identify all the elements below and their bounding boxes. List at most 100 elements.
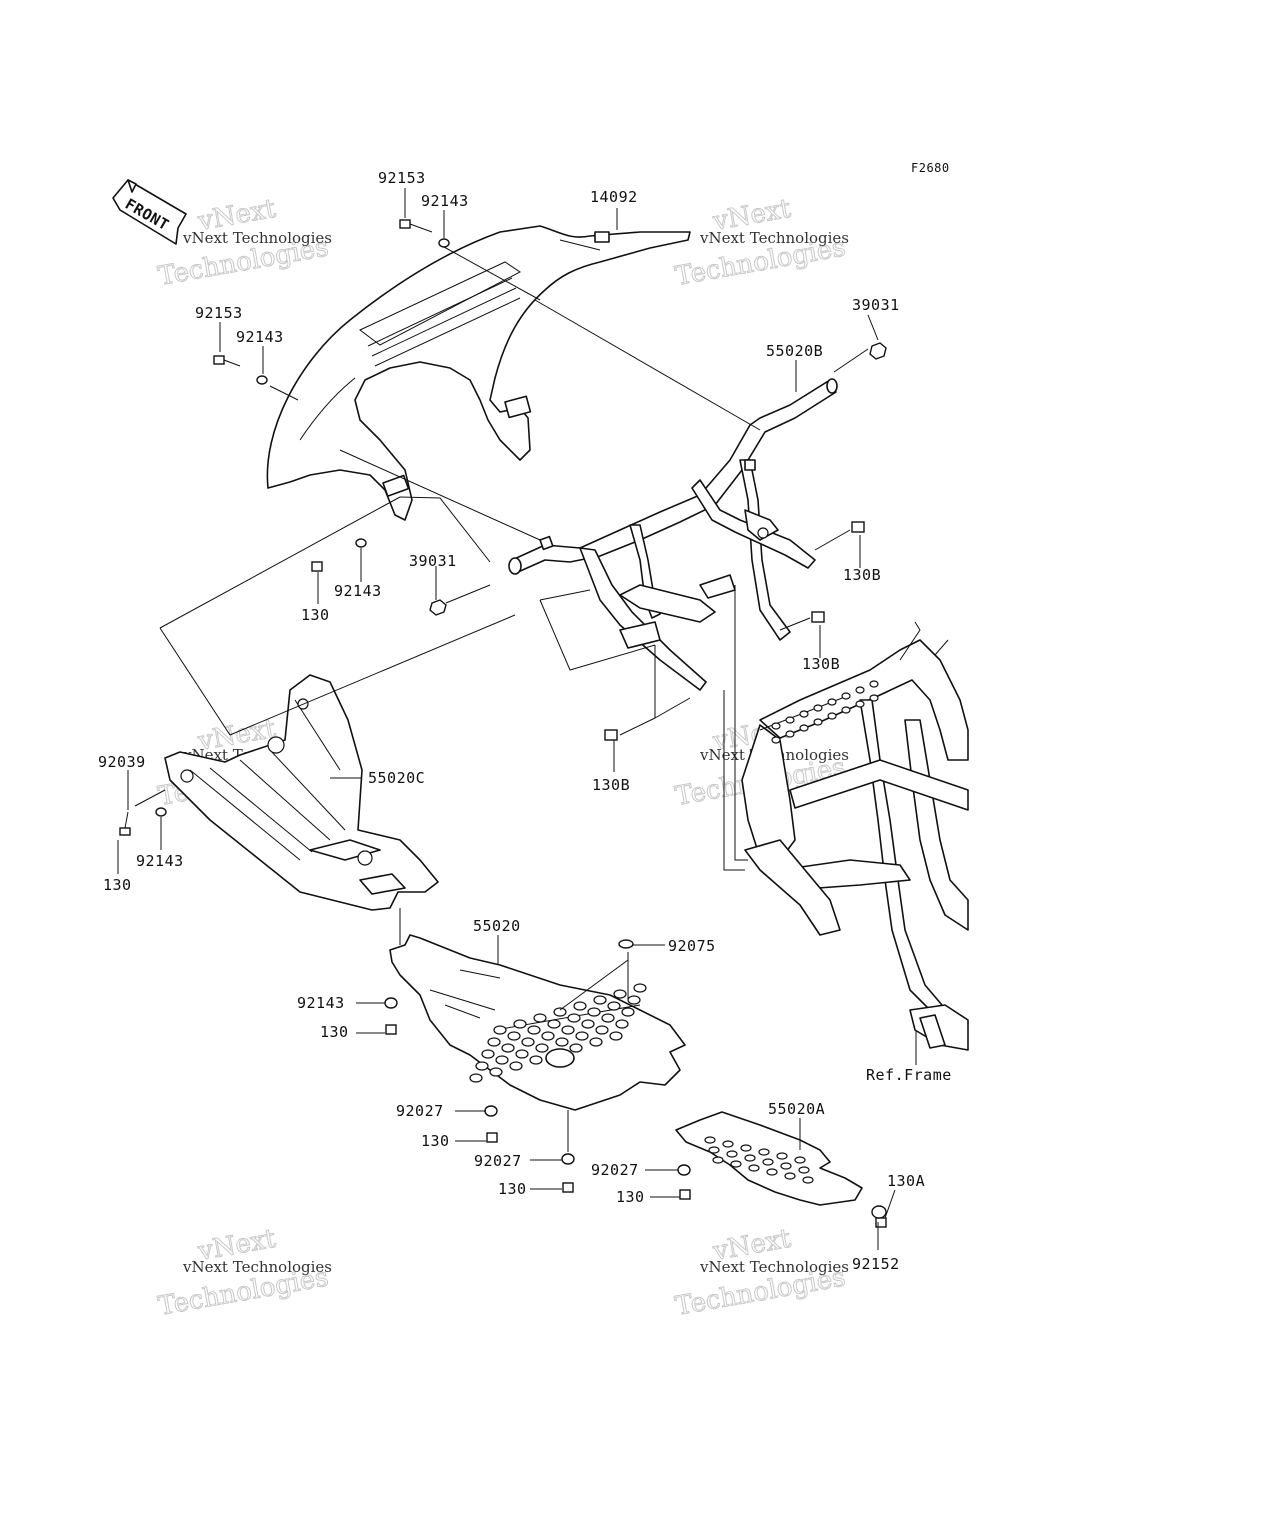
front-arrow-icon: FRONT [112,179,187,245]
hole [561,1025,575,1035]
washer-icon [155,238,887,1219]
ref-frame [741,621,969,1051]
skid-plate-holes [469,983,647,1083]
svg-text:vNext Technologies: vNext Technologies [699,1258,849,1276]
hole [621,1007,635,1017]
hole [481,1049,495,1059]
hole [609,1031,623,1041]
hole [780,1162,792,1170]
hole [613,989,627,999]
hole [593,995,607,1005]
label-130-c: 130 [320,1023,349,1041]
label-92027-a: 92027 [396,1102,444,1120]
hole [527,1025,541,1035]
watermark-top-left: vNext Technologies vNext Technologies [156,193,333,292]
hole [869,694,879,702]
hole [771,736,781,744]
hole [758,1148,770,1156]
hole [799,710,809,718]
bolt-icon [119,219,887,1228]
hole [633,983,647,993]
hole [547,1019,561,1029]
label-130-b: 130 [103,876,132,894]
hole [802,1176,814,1184]
hole [798,1166,810,1174]
hole [533,1013,547,1023]
hole [587,1007,601,1017]
label-92143-a: 92143 [421,192,469,210]
label-92143-b: 92143 [236,328,284,346]
cap-icon [429,342,887,616]
hole [601,1013,615,1023]
hole [855,700,865,708]
hole [515,1049,529,1059]
hole [567,1013,581,1023]
watermark-top-right: vNext Technologies vNext Technologies [673,193,850,292]
leader-lines [117,188,917,1250]
hole [493,1025,507,1035]
hole [744,1154,756,1162]
hole [475,1061,489,1071]
label-55020a: 55020A [768,1100,825,1118]
hole [487,1037,501,1047]
hole [501,1043,515,1053]
hole [841,706,851,714]
label-92152: 92152 [852,1255,900,1273]
label-92143-e: 92143 [297,994,345,1012]
hole [489,1067,503,1077]
label-39031-b: 39031 [409,552,457,570]
part-labels: 92153 92143 14092 92153 92143 39031 5502… [98,169,952,1273]
label-92153-b: 92153 [195,304,243,322]
hole [535,1043,549,1053]
label-39031-a: 39031 [852,296,900,314]
hole [730,1160,742,1168]
skid-plate-55020a [675,1111,863,1206]
label-ref-frame: Ref.Frame [866,1066,952,1084]
label-92075: 92075 [668,937,716,955]
svg-text:vNext Technologies: vNext Technologies [699,229,849,247]
hole [509,1061,523,1071]
hole [569,1043,583,1053]
hole [799,724,809,732]
label-130-d: 130 [421,1132,450,1150]
hole [521,1037,535,1047]
frame-holes [771,680,879,744]
label-14092: 14092 [590,188,638,206]
label-130a: 130A [887,1172,925,1190]
hole [813,704,823,712]
side-guard-55020c [164,674,439,911]
label-55020: 55020 [473,917,521,935]
label-130b-b: 130B [802,655,840,673]
label-130b-c: 130B [592,776,630,794]
label-92153-a: 92153 [378,169,426,187]
hole [827,698,837,706]
hole [740,1144,752,1152]
watermark-bottom-right: vNext Technologies vNext Technologies [673,1223,850,1322]
hole [581,1019,595,1029]
skid-plate-55020a-holes [704,1136,814,1184]
hole [513,1019,527,1029]
svg-text:vNext Technologies: vNext Technologies [182,1258,332,1276]
hole [813,718,823,726]
hole [722,1140,734,1148]
hole [771,722,781,730]
hole [869,680,879,688]
hole [762,1158,774,1166]
hole [855,686,865,694]
svg-text:vNext Technologies: vNext Technologies [182,229,332,247]
front-guard-14092 [266,225,691,521]
label-92027-b: 92027 [474,1152,522,1170]
hole [794,1156,806,1164]
hole [555,1037,569,1047]
hole [589,1037,603,1047]
hole [785,716,795,724]
label-130b-a: 130B [843,566,881,584]
hole [627,995,641,1005]
hole [469,1073,483,1083]
hole [748,1164,760,1172]
hole [708,1146,720,1154]
hole [529,1055,543,1065]
hole [785,730,795,738]
label-130-a: 130 [301,606,330,624]
